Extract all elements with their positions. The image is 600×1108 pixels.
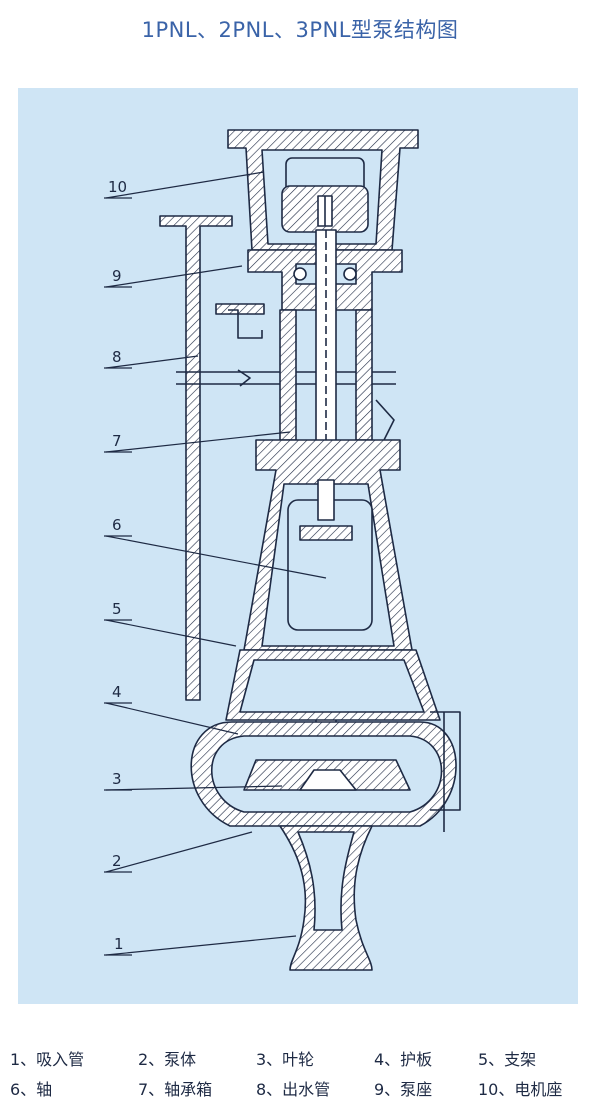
leader-lines xyxy=(104,171,327,956)
pump-seat-shape xyxy=(215,249,403,339)
page-title: 1PNL、2PNL、3PNL型泵结构图 xyxy=(141,18,459,42)
legend-item-1: 1、吸入管 xyxy=(10,1050,85,1069)
legend-item-8: 8、出水管 xyxy=(256,1080,331,1099)
legend-item-9: 9、泵座 xyxy=(374,1080,433,1099)
leader-10 xyxy=(105,171,265,199)
leader-4 xyxy=(105,702,239,735)
legend-item-7: 7、轴承箱 xyxy=(138,1080,213,1099)
legend-row-2: 6、轴 7、轴承箱 8、出水管 9、泵座 10、电机座 xyxy=(10,1076,600,1100)
callout-2: 2 xyxy=(112,852,122,870)
pump-structure-drawing: 10 9 8 7 6 5 4 3 2 1 xyxy=(104,129,461,971)
callout-4: 4 xyxy=(112,683,122,701)
leader-7 xyxy=(105,431,291,453)
leader-3 xyxy=(105,785,283,791)
legend-item-4: 4、护板 xyxy=(374,1050,433,1069)
leader-2 xyxy=(105,831,253,873)
callout-5: 5 xyxy=(112,600,122,618)
motor-seat-shape xyxy=(227,129,419,251)
leader-5 xyxy=(105,619,237,647)
callout-7: 7 xyxy=(112,432,122,450)
callout-8: 8 xyxy=(112,348,122,366)
legend-item-5: 5、支架 xyxy=(478,1050,537,1069)
leader-8 xyxy=(105,355,199,369)
callout-6: 6 xyxy=(112,516,122,534)
callout-1: 1 xyxy=(114,935,124,953)
pump-casing-shape xyxy=(190,711,461,832)
leader-1 xyxy=(105,935,297,956)
callout-9: 9 xyxy=(112,267,122,285)
callout-10: 10 xyxy=(108,178,127,196)
support-frame-shape xyxy=(225,649,441,721)
legend-row-1: 1、吸入管 2、泵体 3、叶轮 4、护板 5、支架 xyxy=(10,1046,600,1070)
leader-6 xyxy=(105,535,327,579)
bearing-box-shape xyxy=(243,399,413,651)
leader-9 xyxy=(105,265,243,288)
suction-pipe-shape xyxy=(279,825,373,971)
legend-item-10: 10、电机座 xyxy=(478,1080,563,1099)
callout-3: 3 xyxy=(112,770,122,788)
legend-item-6: 6、轴 xyxy=(10,1080,53,1099)
legend-item-3: 3、叶轮 xyxy=(256,1050,315,1069)
legend-item-2: 2、泵体 xyxy=(138,1050,197,1069)
